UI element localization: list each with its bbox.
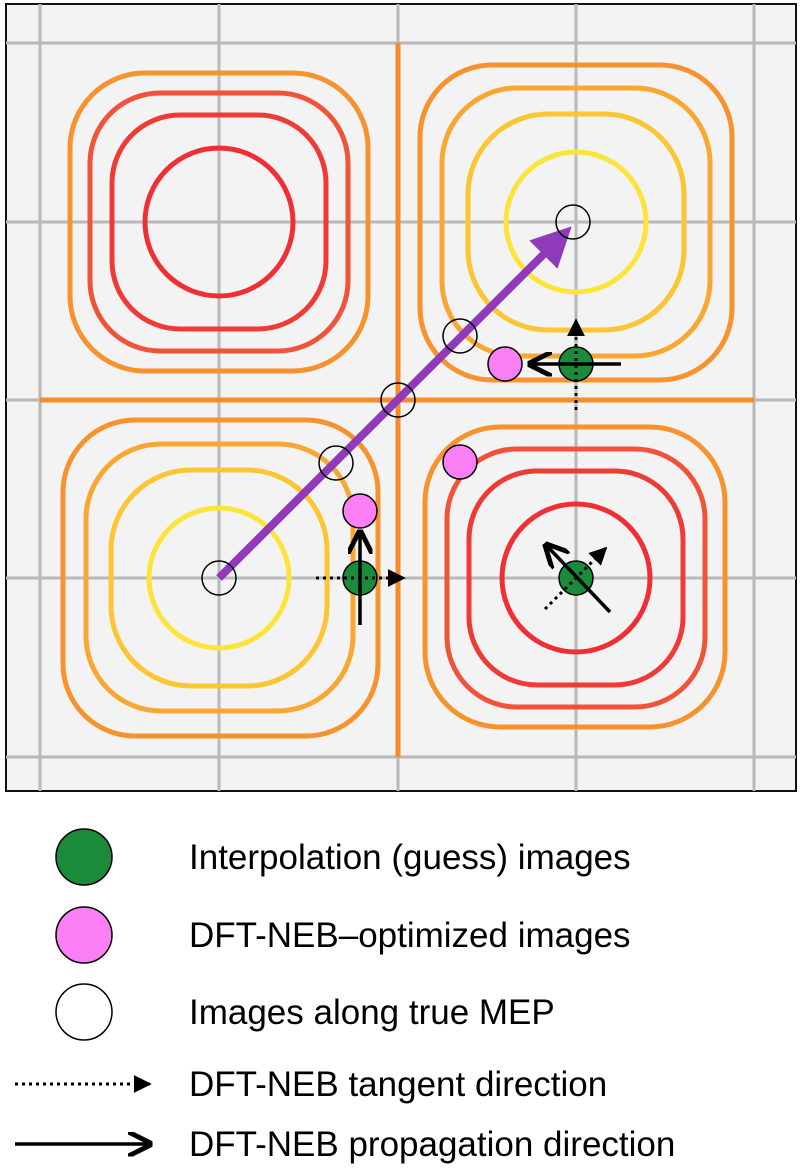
legend-label: Images along true MEP [189, 993, 555, 1032]
contours-top-left [67, 70, 371, 374]
mep-image [555, 204, 591, 240]
legend-item-interpolation: Interpolation (guess) images [55, 828, 631, 886]
optimized-image [487, 346, 523, 382]
optimized-image [442, 444, 478, 480]
legend-item-mep: Images along true MEP [55, 983, 555, 1041]
legend-label: DFT-NEB–optimized images [189, 916, 631, 955]
mep-path-arrow [216, 226, 572, 581]
tangent-arrow [543, 546, 608, 611]
legend-label: DFT-NEB propagation direction [189, 1125, 675, 1164]
legend: Interpolation (guess) images DFT-NEB–opt… [15, 828, 675, 1164]
legend-item-tangent: DFT-NEB tangent direction [15, 1065, 607, 1104]
pink-circle-icon [55, 906, 113, 964]
green-circle-icon [55, 828, 113, 886]
legend-label: DFT-NEB tangent direction [189, 1065, 607, 1104]
optimized-images [342, 346, 523, 529]
contours-bottom-right [422, 424, 728, 730]
mep-image [380, 382, 416, 418]
plot-panel [5, 3, 797, 792]
open-circle-icon [55, 983, 113, 1041]
mep-image [318, 445, 354, 481]
legend-item-propagation: DFT-NEB propagation direction [15, 1125, 675, 1164]
optimized-image [342, 493, 378, 529]
legend-label: Interpolation (guess) images [189, 838, 631, 877]
propagation-arrows [360, 364, 621, 625]
legend-item-optimized: DFT-NEB–optimized images [55, 906, 631, 964]
propagation-arrow [546, 545, 612, 614]
mep-image [201, 560, 237, 596]
mep-image [442, 318, 478, 354]
mep-images [201, 204, 591, 596]
